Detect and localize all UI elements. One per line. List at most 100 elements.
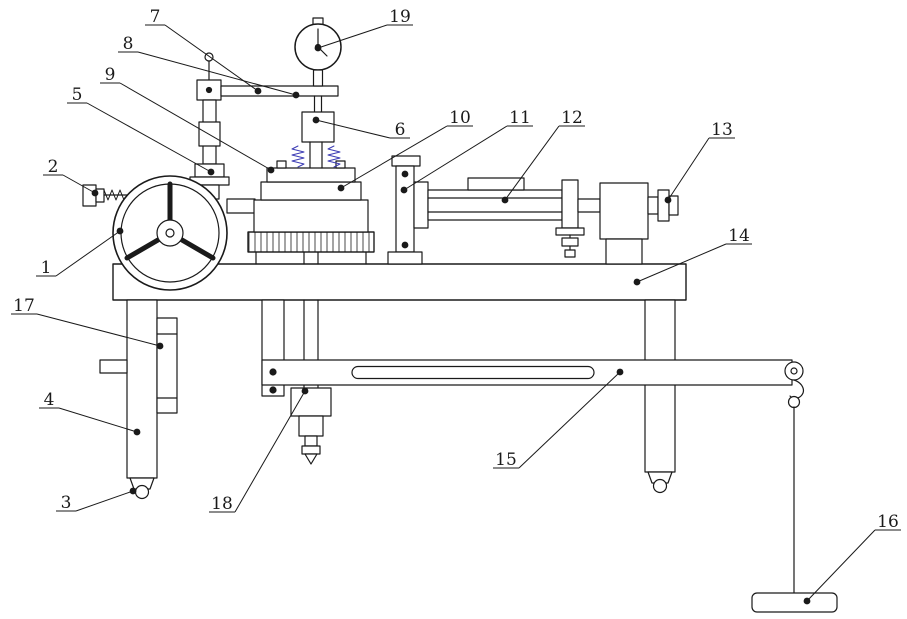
loading-rod-and-block — [291, 95, 341, 169]
leg-bracket — [156, 317, 178, 414]
right-foot-ball — [652, 478, 668, 494]
lever-beam — [261, 359, 793, 394]
callout-leader-line — [86, 102, 212, 173]
callout-number: 1 — [41, 258, 52, 278]
shear-box-assembly — [226, 160, 375, 265]
callout-number: 7 — [150, 7, 161, 27]
callout-foot-ball: 3 — [56, 487, 137, 513]
callout-number: 3 — [61, 493, 72, 513]
crossbar-bolt — [205, 86, 213, 94]
tailstock-block — [577, 182, 679, 265]
callout-leader-line — [518, 371, 621, 469]
callout-target-dot — [207, 168, 215, 176]
callout-leader-line — [58, 407, 138, 433]
callout-target-dot — [254, 87, 262, 95]
callout-leader-line — [36, 313, 161, 347]
support-nut — [561, 237, 579, 247]
callout-column-base: 5 — [67, 85, 215, 176]
rod-eye — [787, 395, 801, 409]
upright-bracket — [387, 155, 423, 265]
plate-screw-right — [335, 160, 346, 169]
callout-leader-line — [317, 24, 388, 49]
callout-target-dot — [267, 166, 275, 174]
callout-leg-bracket: 17 — [11, 296, 164, 350]
callout-leader-line — [403, 125, 508, 191]
callout-number: 16 — [877, 512, 899, 532]
spring-right — [327, 145, 341, 168]
callout-bench-table: 14 — [633, 226, 752, 286]
callout-target-dot — [400, 186, 408, 194]
callout-number: 10 — [449, 108, 471, 128]
weight-hanger — [751, 592, 838, 613]
callout-number: 9 — [105, 65, 116, 85]
callout-leader-line — [667, 137, 710, 201]
left-flange — [413, 181, 429, 229]
right-foot — [647, 471, 673, 484]
callout-leader-line — [55, 230, 121, 277]
callout-leader-line — [75, 490, 134, 512]
callout-target-dot — [616, 368, 624, 376]
callout-leader-line — [504, 125, 560, 201]
callout-feed-knob: 2 — [43, 157, 99, 197]
callout-number: 19 — [389, 7, 411, 27]
callout-weight-hanger: 16 — [803, 512, 901, 605]
clamp-screw-tip — [304, 453, 318, 465]
callout-leader-line — [315, 119, 391, 139]
end-block-base — [605, 238, 643, 265]
callout-leader-line — [119, 82, 272, 171]
bracket-bolt-top — [401, 170, 409, 178]
callout-leader-line — [340, 125, 448, 189]
callout-target-dot — [803, 597, 811, 605]
callout-leader-line — [62, 174, 96, 194]
callout-number: 18 — [211, 494, 233, 514]
callout-target-dot — [156, 342, 164, 350]
callout-target-dot — [301, 387, 309, 395]
callout-number: 4 — [44, 390, 55, 410]
cylinder-body — [427, 189, 563, 221]
left-leg — [126, 299, 158, 500]
lever-slot — [351, 365, 595, 380]
base-plate-hatch — [247, 231, 375, 253]
callout-target-dot — [133, 428, 141, 436]
callout-number: 6 — [395, 120, 406, 140]
callout-number: 17 — [13, 296, 35, 316]
spring-left — [291, 145, 305, 168]
callout-leader-line — [636, 243, 727, 283]
callout-target-dot — [312, 116, 320, 124]
adjust-knob — [657, 189, 670, 222]
pivot-pin — [269, 368, 277, 376]
adjust-knob-cap — [668, 195, 679, 216]
callout-leader-line — [137, 51, 297, 96]
callout-handwheel: 1 — [36, 227, 124, 278]
callout-target-dot — [633, 278, 641, 286]
callout-box-top-plate: 9 — [100, 65, 275, 174]
bracket-bolt-bottom — [401, 241, 409, 249]
callout-stem-clamp: 8 — [118, 34, 300, 99]
callout-loading-block: 6 — [312, 116, 410, 140]
lower-clamp — [290, 387, 332, 465]
callout-target-dot — [292, 91, 300, 99]
left-foot-ball — [134, 484, 150, 500]
dial-gauge — [294, 17, 342, 87]
hook-and-hanger — [751, 361, 838, 613]
feed-knob-assembly — [82, 184, 129, 207]
callout-number: 11 — [509, 108, 531, 128]
callout-number: 15 — [495, 450, 517, 470]
dial-stem — [312, 69, 324, 87]
callout-lower-clamp: 18 — [209, 387, 309, 514]
pivot-bolt — [269, 386, 277, 394]
callout-adjust-knob: 13 — [664, 120, 735, 204]
actuator-cylinder — [413, 177, 585, 258]
callout-leader-line — [806, 529, 876, 602]
callout-number: 13 — [711, 120, 733, 140]
plate-screw-left — [276, 160, 287, 169]
callout-target-dot — [91, 189, 99, 197]
callout-number: 8 — [123, 34, 134, 54]
input-shaft — [226, 198, 256, 214]
callout-target-dot — [501, 196, 509, 204]
callout-upright-bracket: 11 — [400, 108, 533, 194]
callout-number: 2 — [48, 157, 59, 177]
